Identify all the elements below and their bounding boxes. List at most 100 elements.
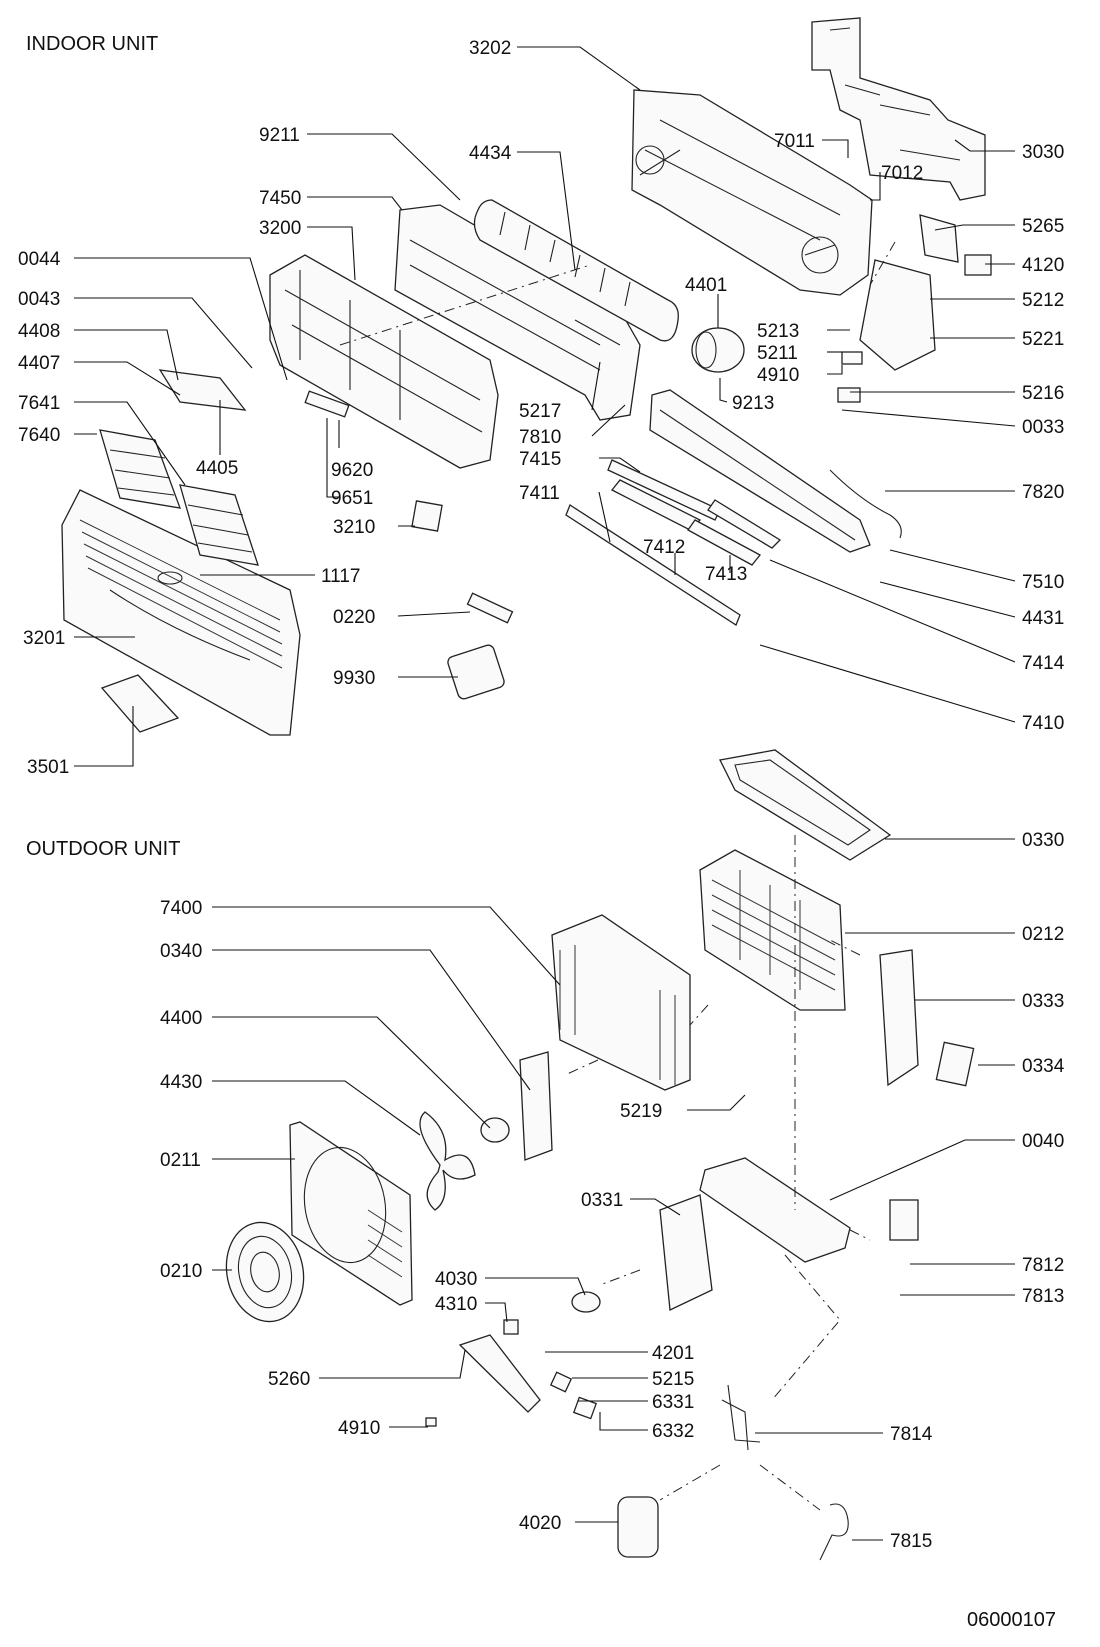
part-label: 0333 [1022, 991, 1064, 1012]
part-label: 7814 [890, 1424, 933, 1445]
part-label: 0033 [1022, 417, 1064, 438]
outdoor-part-labels: 0330 7400 0212 0340 0333 4400 0334 4430 … [160, 830, 1065, 1552]
part-label: 0331 [581, 1190, 623, 1211]
front-chassis [269, 254, 499, 469]
air-filter-right [179, 484, 259, 566]
part-label: 7820 [1022, 482, 1064, 503]
rear-panel-grille [699, 849, 846, 1011]
part-label: 4400 [160, 1008, 202, 1029]
part-label: 7641 [18, 393, 60, 414]
part-label: 9930 [333, 668, 375, 689]
indoor-part-labels: 3202 9211 4434 7011 3030 7450 7012 3200 … [18, 38, 1065, 778]
outdoor-unit-drawing [225, 749, 975, 1561]
assembly-lines [339, 241, 896, 1511]
part-label: 5217 [519, 401, 561, 422]
part-label: 5221 [1022, 329, 1064, 350]
part-label: 4434 [469, 143, 512, 164]
part-label: 4020 [519, 1513, 561, 1534]
part-label: 7413 [705, 564, 747, 585]
part-label: 7510 [1022, 572, 1064, 593]
part-label: 4407 [18, 353, 60, 374]
part-label: 6331 [652, 1392, 694, 1413]
part-label: 3501 [27, 757, 69, 778]
part-label: 4310 [435, 1294, 477, 1315]
part-label: 4401 [685, 275, 727, 296]
part-label: 7411 [519, 483, 560, 504]
part-label: 5219 [620, 1101, 662, 1122]
section-titles: INDOOR UNIT OUTDOOR UNIT 06000107 [26, 33, 1056, 1631]
part-label: 3202 [469, 38, 511, 59]
outdoor-front-panel [289, 1121, 413, 1306]
partition-plate [659, 1194, 713, 1311]
leader-lines [74, 46, 1016, 1541]
control-box [859, 259, 936, 371]
drawing-number: 06000107 [967, 1609, 1056, 1631]
compressor [617, 1496, 659, 1558]
part-label: 7813 [1022, 1286, 1064, 1307]
part-label: 6332 [652, 1421, 694, 1442]
part-label: 4408 [18, 321, 60, 342]
part-label: 0220 [333, 607, 375, 628]
part-label: 0211 [160, 1150, 201, 1171]
part-label: 4910 [338, 1418, 380, 1439]
part-label: 3201 [23, 628, 65, 649]
outdoor-unit-title: OUTDOOR UNIT [26, 838, 180, 860]
part-label: 5215 [652, 1369, 694, 1390]
part-label: 0044 [18, 249, 61, 270]
outdoor-fan-blade [419, 1111, 476, 1211]
part-label: 7415 [519, 449, 561, 470]
part-label: 7810 [519, 427, 561, 448]
part-label: 4120 [1022, 255, 1064, 276]
part-label: 0040 [1022, 1131, 1064, 1152]
drain-pan [649, 389, 871, 553]
part-label: 9211 [259, 125, 300, 146]
part-label: 7410 [1022, 713, 1064, 734]
part-label: 0212 [1022, 924, 1064, 945]
air-filter-left [99, 429, 181, 509]
side-panel [879, 949, 919, 1087]
part-label: 7011 [774, 131, 815, 152]
part-label: 0043 [18, 289, 60, 310]
indoor-unit-title: INDOOR UNIT [26, 33, 158, 55]
fan-guard [225, 1221, 305, 1323]
part-label: 5260 [268, 1369, 310, 1390]
part-label: 0210 [160, 1261, 202, 1282]
part-label: 9651 [331, 488, 373, 509]
part-label: 4201 [652, 1343, 694, 1364]
part-label: 4030 [435, 1269, 477, 1290]
part-label: 7640 [18, 425, 60, 446]
part-label: 1117 [321, 566, 360, 587]
part-label: 5265 [1022, 216, 1064, 237]
part-label: 0334 [1022, 1056, 1065, 1077]
part-label: 9620 [331, 460, 373, 481]
part-label: 4431 [1022, 608, 1064, 629]
part-label: 5212 [1022, 290, 1064, 311]
part-label: 3210 [333, 517, 375, 538]
indoor-unit-drawing [61, 17, 992, 736]
rear-chassis [631, 89, 873, 296]
top-cover [719, 749, 892, 861]
fan-motor [691, 327, 745, 373]
part-label: 5211 [757, 343, 798, 364]
part-label: 3030 [1022, 142, 1064, 163]
part-label: 5213 [757, 321, 799, 342]
condenser-coil [551, 914, 691, 1091]
part-label: 7012 [881, 163, 923, 184]
part-label: 7812 [1022, 1255, 1064, 1276]
base-pan [699, 1157, 851, 1263]
part-label: 7815 [890, 1531, 932, 1552]
part-label: 4430 [160, 1072, 202, 1093]
part-label: 7412 [643, 537, 685, 558]
part-label: 3200 [259, 218, 301, 239]
part-label: 5216 [1022, 383, 1064, 404]
part-label: 4910 [757, 365, 799, 386]
part-label: 7450 [259, 188, 301, 209]
part-label: 0330 [1022, 830, 1064, 851]
part-label: 7400 [160, 898, 202, 919]
part-label: 9213 [732, 393, 774, 414]
part-label: 4405 [196, 458, 238, 479]
front-panel [61, 489, 301, 736]
part-label: 7414 [1022, 653, 1065, 674]
